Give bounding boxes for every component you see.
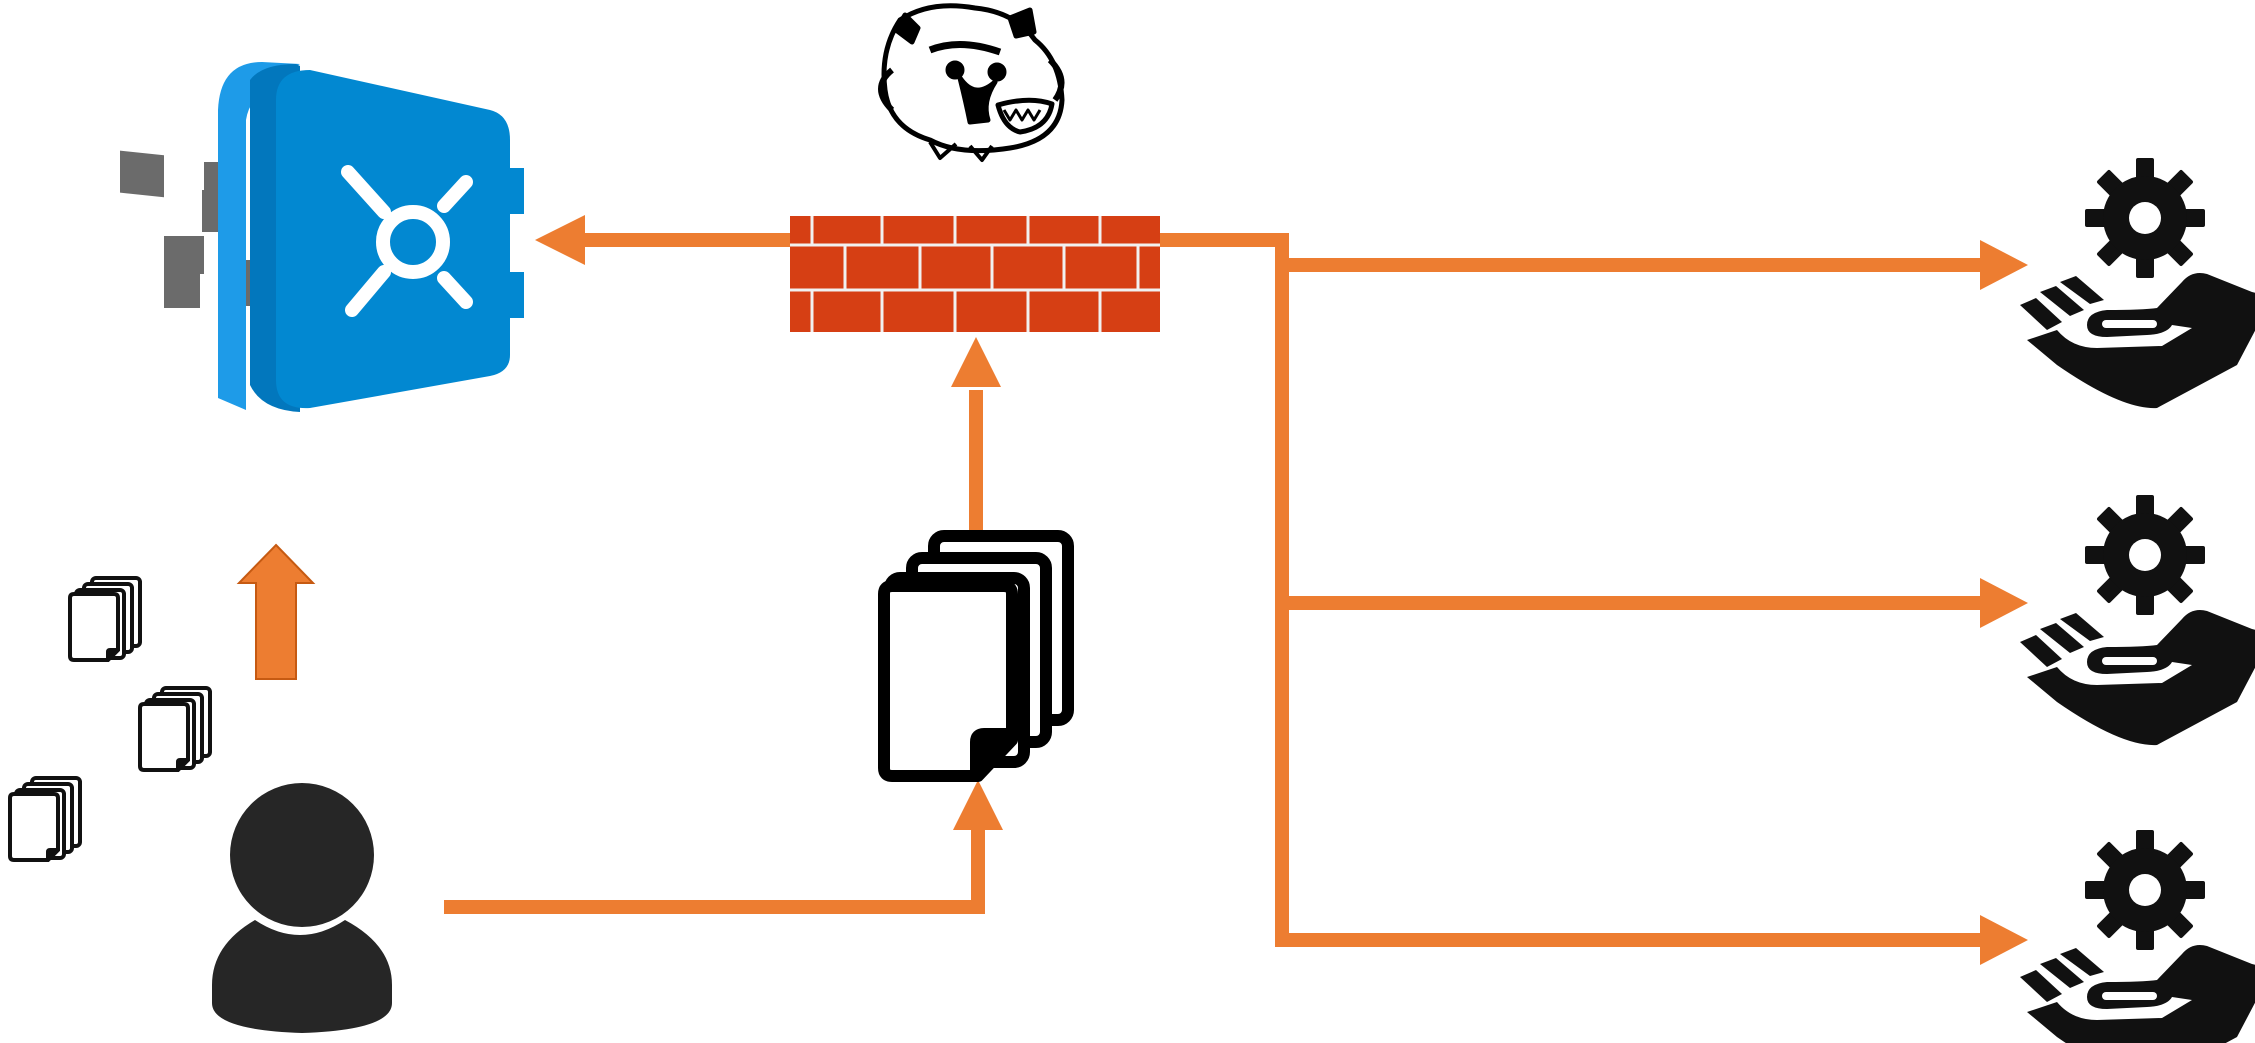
block-arrow-up [236, 543, 316, 680]
arrowhead-documents [953, 780, 1003, 830]
arrowhead-firewall [951, 337, 1001, 387]
user-icon [212, 783, 392, 1033]
vault-icon [120, 62, 524, 412]
brick-firewall-icon [790, 216, 1160, 332]
service-hand-gear-icon [2020, 495, 2255, 746]
edge-user-to-documents [444, 828, 985, 914]
small-documents-icon [8, 576, 212, 862]
documents-stack-icon [878, 530, 1074, 782]
edge-firewall-to-branch [1160, 233, 1990, 947]
bulldog-icon [878, 3, 1065, 162]
connector-lines [444, 233, 1990, 947]
arrowheads [535, 215, 2028, 965]
arrowhead-service-2 [1980, 578, 2028, 628]
service-hand-gear-icon [2020, 158, 2255, 409]
arrowhead-service-3 [1980, 915, 2028, 965]
service-hand-gear-icon [2020, 830, 2255, 1043]
arrowhead-vault [535, 215, 585, 265]
arrowhead-service-1 [1980, 240, 2028, 290]
